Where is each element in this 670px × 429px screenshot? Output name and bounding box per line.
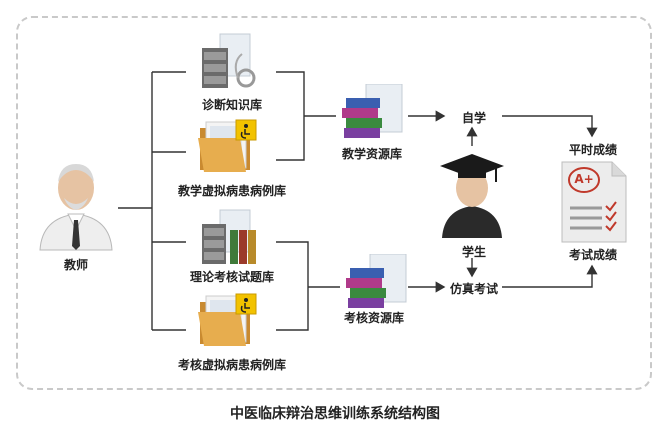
self-study-label: 自学 bbox=[461, 111, 487, 125]
diagnosis-database-icon bbox=[202, 33, 256, 88]
exam-virtual-cases-label: 考核虚拟病患病例库 bbox=[177, 358, 287, 372]
diagram-caption: 中医临床辩治思维训练系统结构图 bbox=[230, 406, 440, 422]
exam-resources-label: 考核资源库 bbox=[343, 311, 405, 325]
diagram-frame bbox=[16, 16, 652, 390]
teaching-virtual-cases-label: 教学虚拟病患病例库 bbox=[177, 184, 287, 198]
teaching-case-folder-icon bbox=[198, 119, 257, 172]
report-sheet-icon bbox=[561, 161, 627, 243]
exam-resources-icon bbox=[346, 254, 407, 308]
teacher-label: 教师 bbox=[63, 258, 89, 272]
student-graduate-icon bbox=[440, 154, 504, 238]
exam-score-label: 考试成绩 bbox=[568, 248, 618, 262]
teaching-resources-label: 教学资源库 bbox=[341, 147, 403, 161]
teacher-avatar bbox=[39, 164, 113, 251]
score-report-icon: A+ bbox=[556, 160, 630, 244]
student-label: 学生 bbox=[461, 245, 487, 259]
teaching-resources-icon bbox=[342, 84, 403, 138]
exam-case-folder-icon bbox=[198, 293, 257, 346]
theory-exam-bank-label: 理论考核试题库 bbox=[189, 270, 275, 284]
diagnosis-kb-label: 诊断知识库 bbox=[201, 98, 263, 112]
grade-mark: A+ bbox=[574, 172, 594, 186]
exam-question-bank-icon bbox=[202, 209, 256, 264]
mock-exam-label: 仿真考试 bbox=[449, 282, 499, 296]
usual-score-label: 平时成绩 bbox=[568, 143, 618, 157]
